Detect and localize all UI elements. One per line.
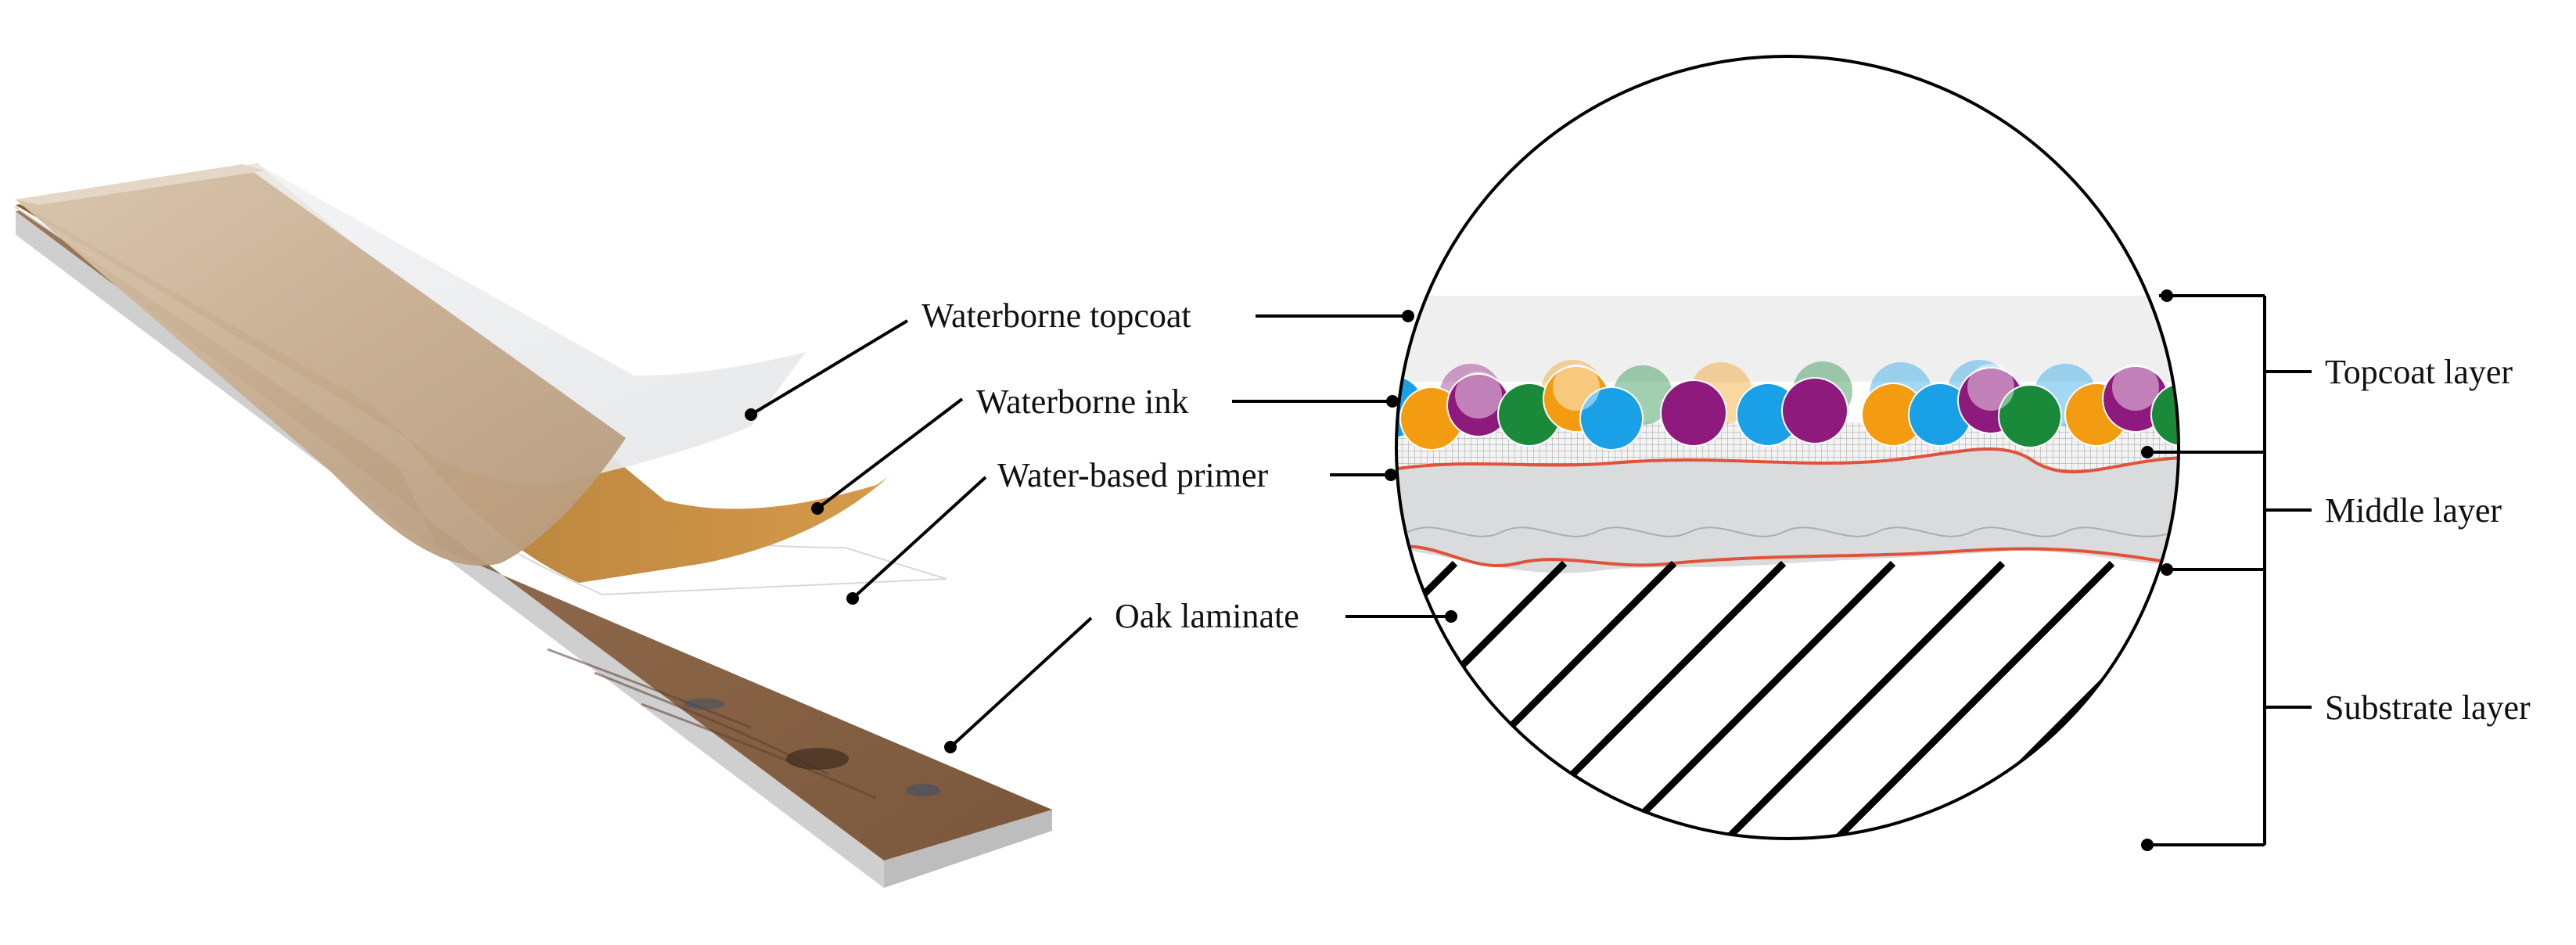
- bracket-dots: [2141, 289, 2173, 851]
- left-leader-dots: [745, 408, 957, 753]
- pigment-particles: [1396, 360, 2179, 451]
- primer-bottom-edge: [1396, 544, 2179, 568]
- circle-leaders: [1232, 314, 1451, 618]
- topcoat-band: [1396, 296, 2179, 382]
- circle-leader-dots: [1385, 310, 1457, 623]
- label-oak-laminate: Oak laminate: [1115, 597, 1299, 635]
- oak-top-panel: [16, 164, 626, 566]
- left-leaders: [749, 319, 1093, 749]
- laminate-board-illustration: [13, 163, 1052, 888]
- primer-band: [1396, 449, 2179, 573]
- primer-top-edge: [1396, 447, 2179, 474]
- label-middle-layer: Middle layer: [2325, 491, 2502, 530]
- cross-section-magnifier: [1396, 56, 2179, 839]
- layer-brackets: [2143, 294, 2312, 846]
- magnifier-outline: [1395, 55, 2180, 840]
- label-waterborne-topcoat: Waterborne topcoat: [922, 296, 1191, 335]
- label-substrate-layer: Substrate layer: [2325, 688, 2531, 727]
- label-waterborne-ink: Waterborne ink: [976, 383, 1188, 421]
- label-topcoat-layer: Topcoat layer: [2325, 353, 2513, 391]
- label-water-based-primer: Water-based primer: [997, 456, 1269, 494]
